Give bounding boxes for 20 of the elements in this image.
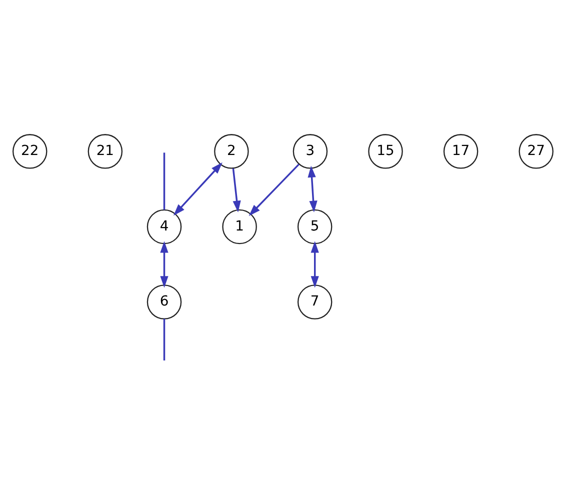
connector: [163, 152, 166, 210]
node-circle: 1: [222, 209, 257, 244]
node-circle: 7: [297, 284, 332, 320]
arrow: [173, 162, 222, 216]
node-circle: 27: [518, 134, 554, 169]
arrow: [160, 241, 168, 288]
node-circle: 2: [214, 134, 249, 169]
connector: [163, 318, 166, 360]
node-circle: 17: [443, 134, 478, 169]
node-circle: 6: [146, 284, 182, 320]
node-circle: 3: [292, 134, 328, 169]
node-circle: 4: [146, 209, 182, 244]
arrow: [308, 166, 318, 212]
node-circle: 5: [297, 209, 332, 244]
arrow: [310, 241, 319, 288]
arrow: [248, 164, 300, 216]
arrow: [232, 168, 241, 212]
node-circle: 21: [88, 134, 123, 169]
node-circle: 22: [12, 134, 48, 169]
node-circle: 15: [368, 134, 403, 169]
